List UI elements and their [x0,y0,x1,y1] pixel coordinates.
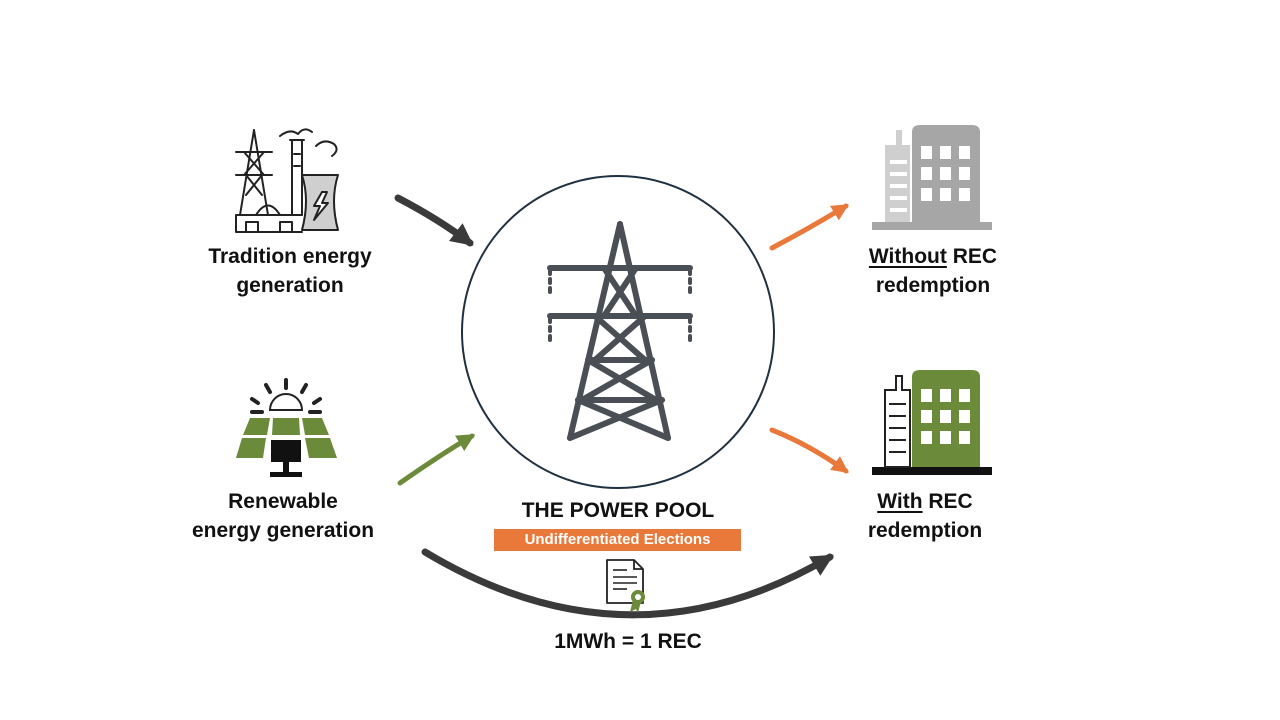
without-rec-line1: Without REC [840,242,1026,271]
with-rec-line1: With REC [830,487,1020,516]
with-emphasis: With [877,490,923,513]
solar-panel-icon [236,378,337,477]
renewable-generation-label: Renewable energy generation [172,487,394,545]
without-rec-label: Without REC redemption [840,242,1026,300]
traditional-label-line2: generation [236,274,344,297]
with-rest: REC [922,490,973,513]
arrow-pool-to-without [769,203,849,251]
without-emphasis: Without [868,245,947,268]
green-building-icon [872,370,992,475]
arrow-renewable-to-with [421,548,834,619]
rec-formula: 1MWh = 1 REC [554,630,702,653]
pool-badge: Undifferentiated Elections [524,531,711,548]
power-pool-circle [461,175,775,489]
pool-badge-background [494,529,741,551]
arrow-renewable-to-pool [397,433,476,486]
pool-title: THE POWER POOL [521,499,715,522]
with-rec-line2: redemption [867,519,983,542]
certificate-icon [606,559,645,613]
transmission-tower-icon [547,221,693,441]
without-rec-line2: redemption [875,274,991,297]
traditional-generation-label: Tradition energy generation [190,242,390,300]
arrow-traditional-to-pool [394,194,474,247]
renewable-label-line2: energy generation [191,519,375,542]
traditional-label-line1: Tradition energy [208,245,372,268]
grey-building-icon [872,125,992,230]
arrow-pool-to-with [769,427,849,474]
power-plant-icon [235,128,339,233]
without-rest: REC [946,245,998,268]
renewable-label-line1: Renewable [228,490,338,513]
with-rec-label: With REC redemption [830,487,1020,545]
